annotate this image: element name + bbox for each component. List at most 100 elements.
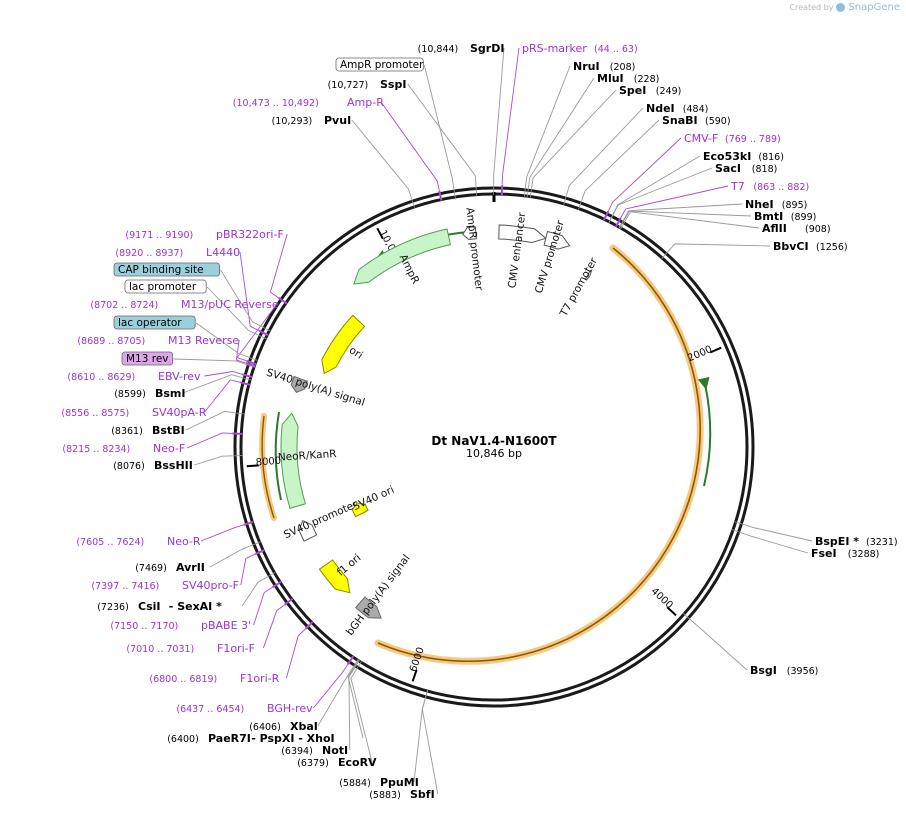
leader-line <box>262 604 286 649</box>
leader-line <box>173 358 246 365</box>
site-mark <box>438 190 443 201</box>
leader-line <box>204 379 241 413</box>
primer-range: (6800 .. 6819) <box>149 674 217 685</box>
enzyme-name: BsmI <box>155 387 186 400</box>
site-mark <box>254 549 265 556</box>
site-mark <box>731 529 742 534</box>
enzyme-position: (818) <box>752 164 778 175</box>
enzyme-name: SacI <box>715 162 741 175</box>
enzyme-name: PvuI <box>324 114 351 127</box>
enzyme-position: (5884) <box>339 778 371 789</box>
enzyme-name: NruI <box>573 60 600 73</box>
site-mark <box>661 251 669 260</box>
primer-site: (6800 .. 6819)F1ori-R <box>149 672 279 685</box>
leader-line <box>493 47 505 186</box>
feature-label: AmpR <box>397 253 422 286</box>
primer-site: T7(863 .. 882) <box>730 180 809 193</box>
boxed-label-text: AmpR promoter <box>340 59 424 71</box>
site-mark <box>261 326 271 332</box>
feature-ampr-promoter <box>462 226 477 241</box>
enzyme-position: (7236) <box>97 602 129 613</box>
boxed-feature-label: lac operator <box>113 315 196 330</box>
site-mark <box>619 219 625 229</box>
label-box <box>121 351 174 366</box>
orf-neo-green <box>274 411 282 501</box>
enzyme-name: SspI <box>380 78 406 91</box>
site-mark <box>529 187 533 198</box>
boxed-label-text: lac operator <box>118 317 182 329</box>
enzyme-site: (5884)PpuMI <box>339 776 419 789</box>
site-mark <box>245 362 256 368</box>
enzyme-position: (6406) <box>249 722 281 733</box>
enzyme-position: (249) <box>656 86 682 97</box>
leader-line <box>194 455 233 466</box>
feature-label: SV40 poly(A) signal <box>265 367 366 409</box>
primer-name: M13 Reverse <box>168 334 239 347</box>
enzyme-site: (6394) NotI <box>281 744 348 757</box>
primer-name: pBR322ori-F <box>216 228 284 241</box>
enzyme-site: AflII(908) <box>762 222 831 235</box>
feature-neor-kanr <box>280 412 306 509</box>
enzyme-name: FseI <box>811 547 837 560</box>
enzyme-site: (6379)EcoRV <box>297 756 377 769</box>
leader-line <box>612 155 701 214</box>
site-mark <box>258 329 269 337</box>
orf-right-line <box>697 376 712 487</box>
primer-name: L4440 <box>206 246 240 259</box>
enzyme-name: NdeI <box>646 102 675 115</box>
enzyme-site: (8076)BssHII <box>113 459 193 472</box>
site-mark <box>424 689 429 700</box>
feature-ori <box>321 314 366 375</box>
tick-mark <box>246 464 259 468</box>
leader-line <box>236 303 278 362</box>
leader-line <box>239 251 260 332</box>
enzyme-name: XbaI <box>290 720 318 733</box>
leader-line <box>350 669 373 763</box>
leader-line <box>531 89 617 188</box>
site-mark <box>353 659 360 669</box>
enzyme-position: (6394) <box>281 746 313 757</box>
primer-name: Neo-F <box>153 442 185 455</box>
enzyme-site: (5883)SbfI <box>369 788 434 801</box>
tick-mark <box>666 606 677 617</box>
site-mark <box>618 219 625 229</box>
leader-line <box>209 545 252 568</box>
primer-name: Amp-R <box>347 96 384 109</box>
boxed-label-text: CAP binding site <box>118 264 204 276</box>
feature-cmv-enhancer <box>498 224 547 243</box>
leader-line <box>182 374 242 394</box>
site-labels: (10,844)SgrDI(10,727)SspI(10,293)PvuINru… <box>61 42 897 801</box>
primer-site: (8610 .. 8629)EBV-rev <box>67 370 201 383</box>
enzyme-name: NotI <box>322 744 348 757</box>
site-mark <box>475 185 478 196</box>
primer-site: CMV-F(769 .. 789) <box>684 132 781 145</box>
primer-site: (7150 .. 7170)pBABE 3' <box>110 619 251 632</box>
primer-site: (8689 .. 8705)M13 Reverse <box>77 334 239 347</box>
enzyme-site: (10,844)SgrDI <box>418 42 505 55</box>
site-mark <box>411 198 416 208</box>
enzyme-site: (10,293)PvuI <box>272 114 352 127</box>
leader-line <box>235 339 246 364</box>
primer-name: pRS-marker <box>522 42 587 55</box>
site-mark <box>247 356 258 361</box>
enzyme-position: (7469) <box>135 563 167 574</box>
site-mark <box>304 621 314 630</box>
feature-label: SV40 ori <box>351 484 396 513</box>
enzyme-position: (816) <box>758 152 784 163</box>
primer-site: (7397 .. 7416)SV40pro-F <box>91 579 239 592</box>
primer-site: (8556 .. 8575)SV40pA-R <box>61 406 206 419</box>
primer-range: (10,473 .. 10,492) <box>233 98 319 109</box>
leader-line <box>313 664 349 709</box>
credit-prefix: Created by <box>789 3 834 12</box>
label-box <box>113 315 196 330</box>
leader-line <box>623 203 743 220</box>
enzyme-extra: - SexAI * <box>169 600 222 613</box>
enzyme-position: (895) <box>782 200 808 211</box>
feature-label: AmpR promoter <box>463 207 485 292</box>
label-box <box>113 262 220 277</box>
enzyme-position: (1256) <box>816 242 848 253</box>
enzyme-position: (228) <box>634 74 660 85</box>
primer-site: (8920 .. 8937)L4440 <box>115 246 240 259</box>
primer-site: (6437 .. 6454)BGH-rev <box>176 702 313 715</box>
primer-name: SV40pA-R <box>152 406 207 419</box>
